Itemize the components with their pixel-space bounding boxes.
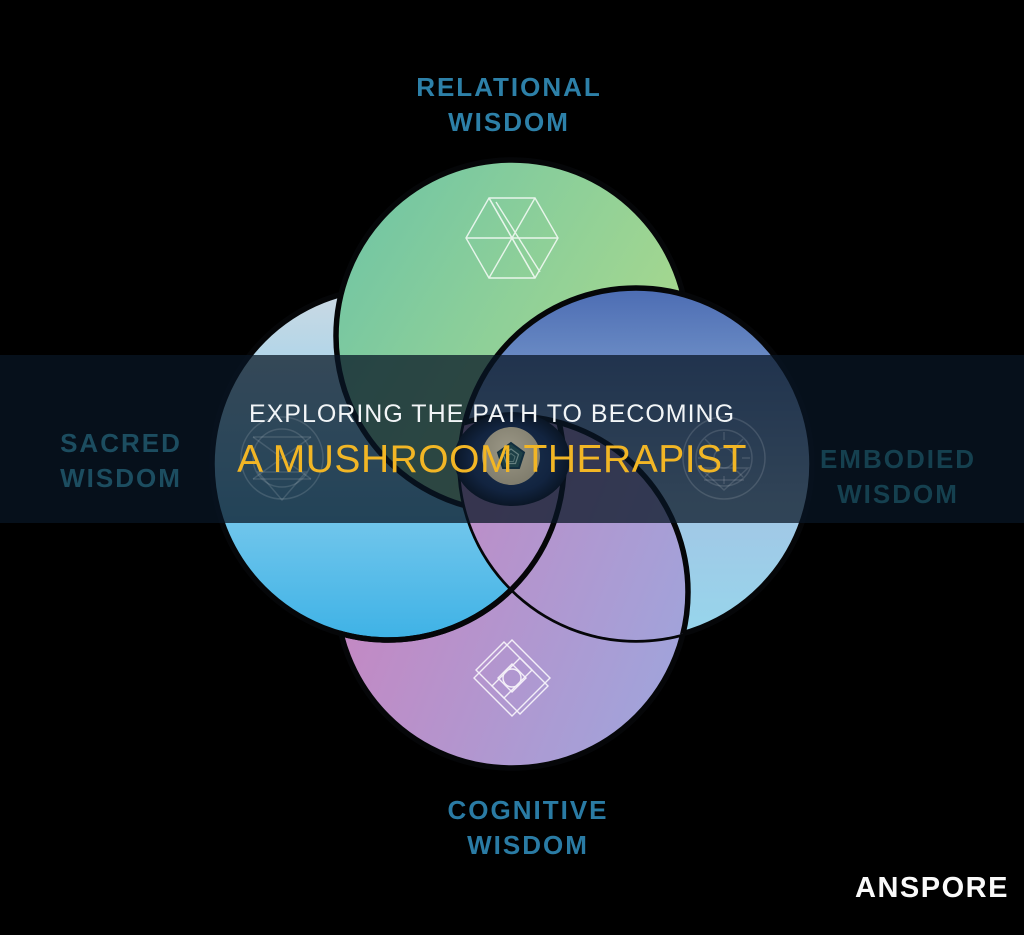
label-line: WISDOM: [60, 463, 182, 493]
label-relational-wisdom: RELATIONAL WISDOM: [359, 70, 659, 140]
mandala-envelope-icon: [240, 416, 324, 502]
label-line: COGNITIVE: [447, 795, 609, 825]
center-eye-emblem: [454, 412, 570, 506]
label-embodied-wisdom: EMBODIED WISDOM: [748, 442, 1024, 512]
interlocked-diamonds-icon: [473, 639, 551, 717]
title-banner: EXPLORING THE PATH TO BECOMING A MUSHROO…: [0, 399, 1004, 482]
anspore-logo: ANSPORE: [855, 872, 1009, 904]
hexagon-geometric-icon: [465, 197, 559, 279]
label-line: EMBODIED: [819, 444, 977, 474]
label-cognitive-wisdom: COGNITIVE WISDOM: [378, 793, 678, 863]
title-line2: A MUSHROOM THERAPIST: [237, 438, 747, 481]
label-line: WISDOM: [467, 830, 589, 860]
label-line: SACRED: [60, 428, 182, 458]
title-line1: EXPLORING THE PATH TO BECOMING: [248, 400, 736, 428]
label-sacred-wisdom: SACRED WISDOM: [0, 426, 271, 496]
mushroom-pentagon-icon: [496, 441, 526, 469]
label-line: WISDOM: [448, 107, 570, 137]
label-line: RELATIONAL: [416, 72, 602, 102]
label-line: WISDOM: [837, 479, 959, 509]
mandala-sun-icon: [682, 416, 766, 500]
